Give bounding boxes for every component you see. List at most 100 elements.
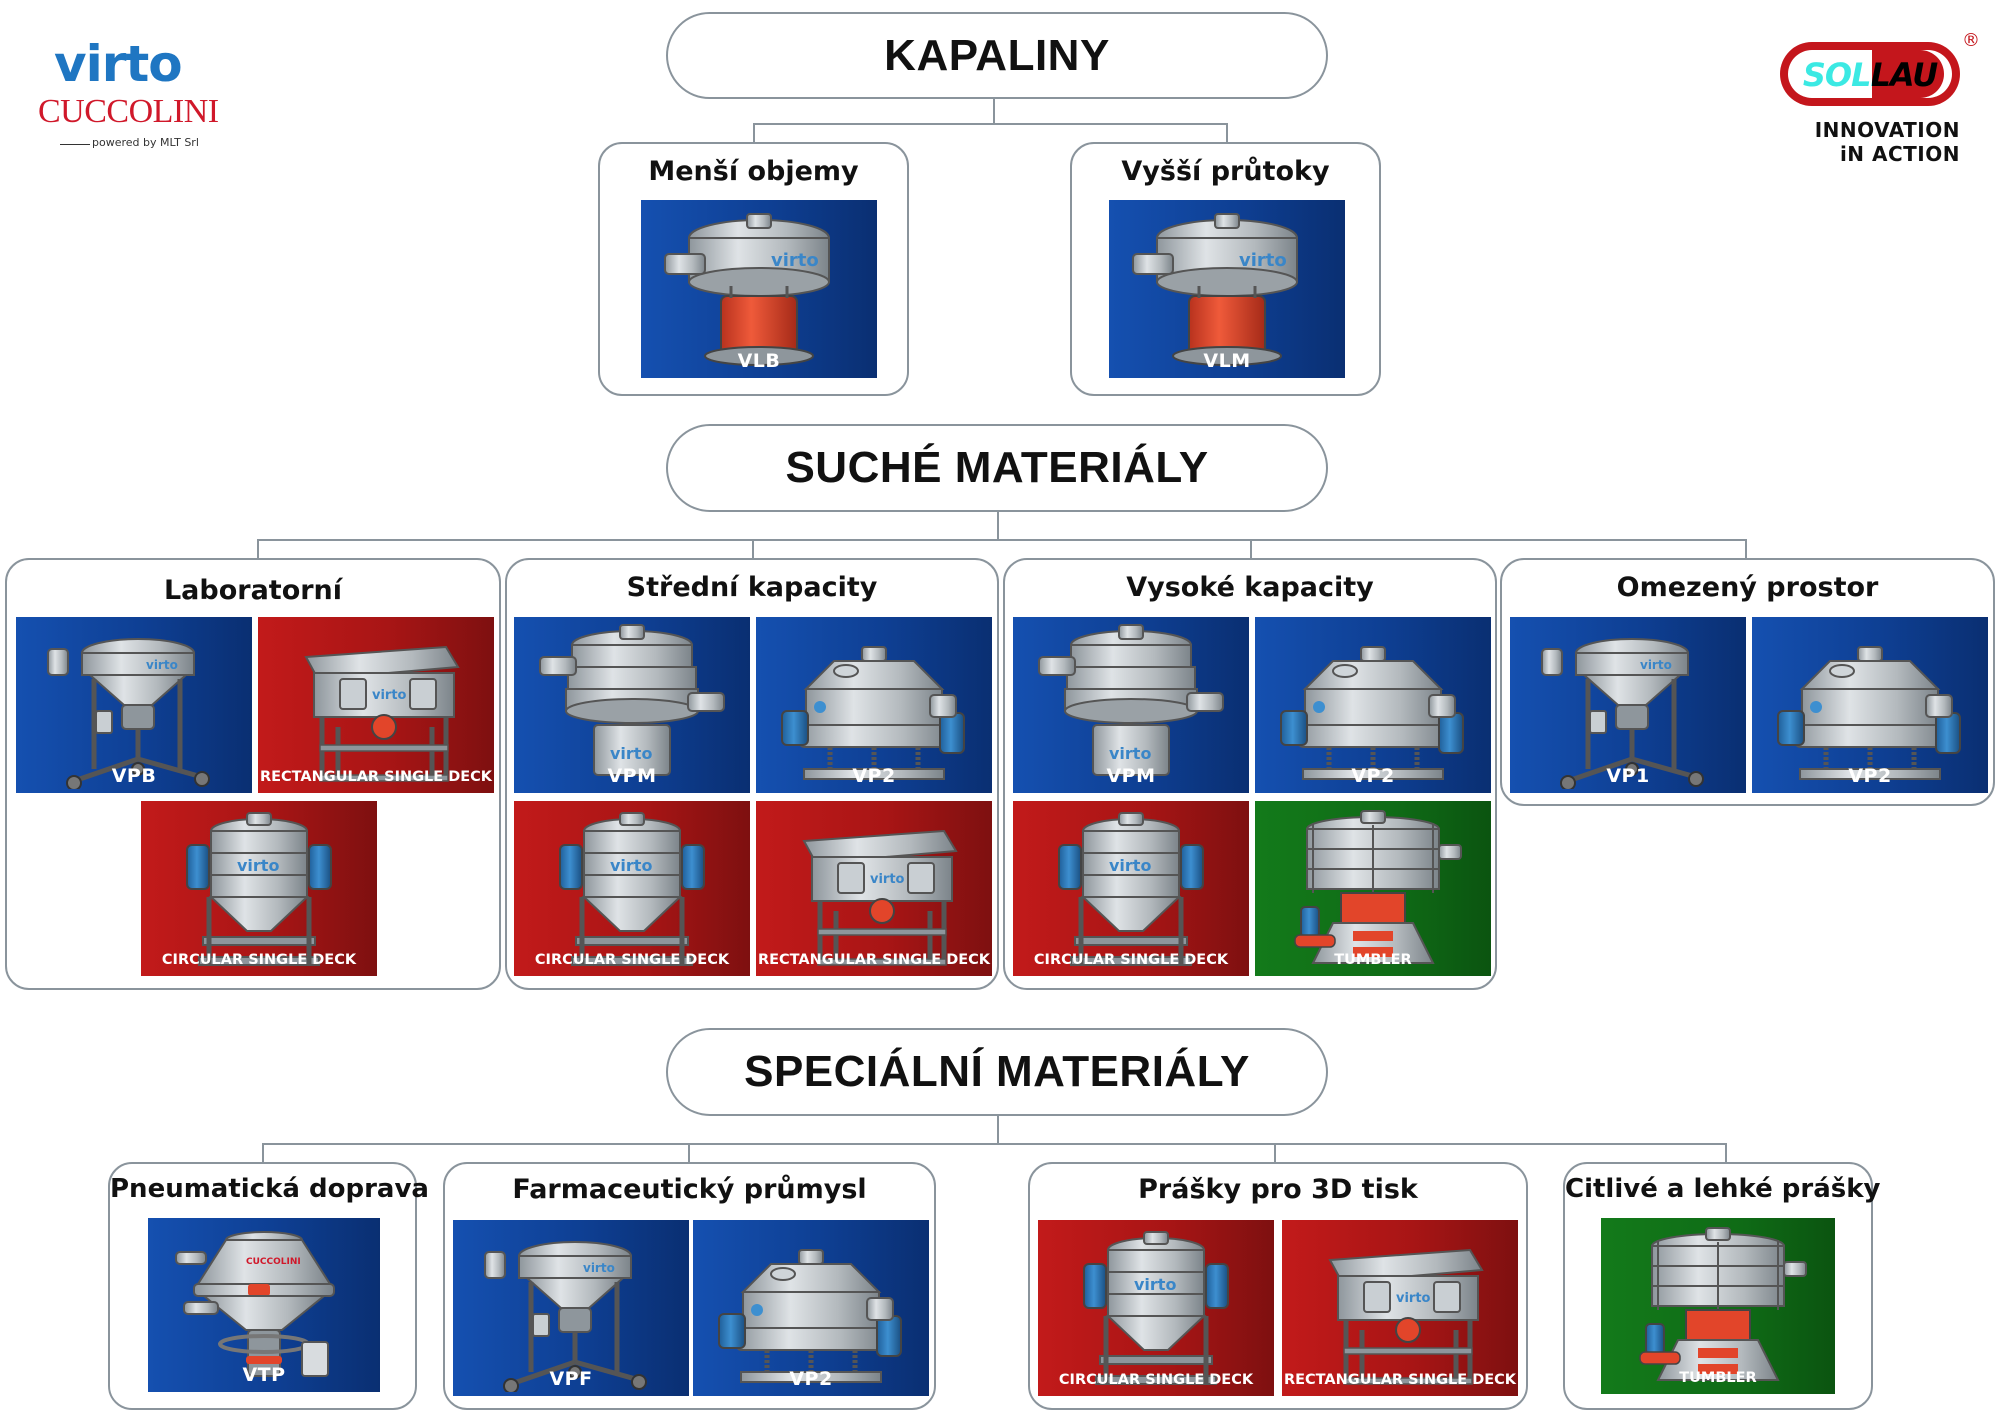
vibro-separator-vpm-icon — [1038, 624, 1224, 776]
logo-tagline-rule — [60, 144, 90, 145]
group-card-omezeny-prostor: Omezený prostor VP1 VP2 — [1500, 558, 1995, 806]
vibro-separator-vlm-icon — [1131, 212, 1299, 367]
group-card-pneumaticka-doprava: Pneumatická doprava VTP — [108, 1162, 429, 1410]
cuccolini-wordmark: CUCCOLINI — [38, 93, 219, 130]
connector — [1274, 1143, 1276, 1163]
tile-label: CIRCULAR SINGLE DECK — [161, 952, 357, 968]
vibro-separator-vp1-icon — [1528, 619, 1728, 789]
rectangular-sieve-icon — [774, 801, 974, 971]
connector — [997, 512, 999, 540]
pneumatic-sieve-vtp-icon — [174, 1230, 336, 1378]
connector — [688, 1143, 690, 1163]
connector — [1725, 1143, 1727, 1163]
tile-label: VPM — [607, 765, 657, 787]
sollau-tagline-2: iN ACTION — [1839, 142, 1960, 166]
group-card-citlive-lehke-prasky: Citlivé a lehké prášky TUMBLER — [1563, 1162, 1881, 1410]
product-tile-rectangular-single-deck[interactable]: RECTANGULAR SINGLE DECK — [258, 617, 494, 793]
product-tile-circular-single-deck[interactable]: CIRCULAR SINGLE DECK — [514, 801, 750, 976]
connector — [1745, 539, 1747, 559]
section-title: SPECIÁLNÍ MATERIÁLY — [744, 1047, 1250, 1096]
circular-sieve-icon — [159, 801, 359, 971]
tile-label: RECTANGULAR SINGLE DECK — [259, 769, 493, 785]
connector — [1250, 539, 1252, 559]
connector — [752, 539, 754, 559]
rectangular-sieve-icon — [1300, 1220, 1500, 1390]
vibro-separator-vp2-icon — [774, 617, 974, 781]
group-title: Menší objemy — [648, 156, 859, 187]
vibro-separator-vlb-icon — [663, 212, 831, 367]
product-tile-vpb[interactable]: VPB — [16, 617, 252, 793]
group-card-vysoke-kapacity: Vysoké kapacity VPM VP2 CIRCULAR SINGLE … — [1003, 558, 1497, 990]
group-card-stredni-kapacity: Střední kapacity VPM VP2 CIRCULAR SINGLE… — [505, 558, 999, 990]
tile-label: VP1 — [1606, 765, 1650, 787]
group-title: Pneumatická doprava — [110, 1174, 429, 1204]
group-title: Vysoké kapacity — [1126, 572, 1374, 603]
sollau-badge: SOLLAU — [1780, 42, 1960, 106]
tile-label: TUMBLER — [1679, 1370, 1757, 1386]
section-title: SUCHÉ MATERIÁLY — [785, 443, 1209, 492]
tile-label: CIRCULAR SINGLE DECK — [1033, 952, 1229, 968]
section-title: KAPALINY — [884, 30, 1110, 80]
product-tile-vlm[interactable]: VLM — [1109, 200, 1345, 378]
tile-label: VLM — [1203, 350, 1251, 372]
sollau-tagline-1: INNOVATION — [1814, 118, 1960, 142]
group-card-farmaceuticky-prumysl: Farmaceutický průmysl VPF VP2 — [443, 1162, 936, 1410]
group-card-prasky-3d-tisk: Prášky pro 3D tisk CIRCULAR SINGLE DECK … — [1028, 1162, 1528, 1410]
vibro-separator-vp2-icon — [1273, 617, 1473, 781]
section-header-dry: SUCHÉ MATERIÁLY — [666, 424, 1328, 512]
connector — [1226, 123, 1228, 143]
registered-mark: ® — [1962, 30, 1980, 51]
tile-label: VLB — [737, 350, 781, 372]
tile-label: VPF — [549, 1368, 593, 1390]
product-tile-vpf[interactable]: VPF — [453, 1220, 689, 1396]
product-tile-tumbler[interactable]: TUMBLER — [1601, 1218, 1835, 1394]
tumbler-sieve-icon — [1294, 810, 1462, 964]
product-tile-tumbler[interactable]: TUMBLER — [1255, 801, 1491, 976]
connector — [257, 539, 259, 559]
tumbler-sieve-icon — [1639, 1227, 1807, 1381]
lab-sieve-vpb-icon — [34, 619, 234, 789]
product-tile-vp1[interactable]: VP1 — [1510, 617, 1746, 793]
sollau-wordmark: SOLLAU — [1802, 56, 1938, 94]
group-title: Laboratorní — [163, 575, 343, 606]
section-header-special: SPECIÁLNÍ MATERIÁLY — [666, 1028, 1328, 1116]
tile-label: CIRCULAR SINGLE DECK — [1058, 1372, 1254, 1388]
product-tile-vlb[interactable]: VLB — [641, 200, 877, 378]
tile-label: VPM — [1106, 765, 1156, 787]
vibro-separator-vp2-icon — [711, 1220, 911, 1384]
rectangular-sieve-icon — [276, 617, 476, 787]
product-tile-vp2[interactable]: VP2 — [1752, 617, 1988, 793]
connector — [753, 123, 1228, 125]
product-tile-vp2[interactable]: VP2 — [1255, 617, 1491, 793]
product-tile-vpm[interactable]: VPM — [514, 617, 750, 793]
circular-sieve-icon — [1031, 801, 1231, 971]
virto-wordmark: virto — [54, 35, 183, 93]
product-tile-circular-single-deck[interactable]: CIRCULAR SINGLE DECK — [1038, 1220, 1274, 1396]
tile-label: VPB — [111, 765, 157, 787]
connector — [993, 98, 995, 124]
section-header-liquids: KAPALINY — [666, 12, 1328, 99]
group-card-mensi-objemy: Menší objemy VLB — [598, 142, 909, 396]
tile-label: CIRCULAR SINGLE DECK — [534, 952, 730, 968]
circular-sieve-icon — [1056, 1220, 1256, 1390]
connector — [997, 1116, 999, 1144]
product-tile-rectangular-single-deck[interactable]: RECTANGULAR SINGLE DECK — [756, 801, 992, 976]
product-tile-vtp[interactable]: VTP — [148, 1218, 380, 1392]
tile-label: VTP — [242, 1364, 286, 1386]
tile-label: VP2 — [1351, 765, 1395, 787]
product-tile-vp2[interactable]: VP2 — [756, 617, 992, 793]
tile-label: RECTANGULAR SINGLE DECK — [1283, 1372, 1517, 1388]
group-title: Citlivé a lehké prášky — [1565, 1174, 1881, 1204]
tile-label: VP2 — [1848, 765, 1892, 787]
product-tile-vpm[interactable]: VPM — [1013, 617, 1249, 793]
connector — [262, 1143, 1727, 1145]
product-tile-circular-single-deck[interactable]: CIRCULAR SINGLE DECK — [141, 801, 377, 976]
logo-tagline: powered by MLT Srl — [92, 136, 199, 149]
group-card-vyssi-prutoky: Vyšší průtoky VLM — [1070, 142, 1381, 396]
product-tile-vp2[interactable]: VP2 — [693, 1220, 929, 1396]
group-title: Vyšší průtoky — [1121, 156, 1330, 187]
group-title: Omezený prostor — [1616, 572, 1879, 603]
product-tile-circular-single-deck[interactable]: CIRCULAR SINGLE DECK — [1013, 801, 1249, 976]
product-tile-rectangular-single-deck[interactable]: RECTANGULAR SINGLE DECK — [1282, 1220, 1518, 1396]
circular-sieve-icon — [532, 801, 732, 971]
